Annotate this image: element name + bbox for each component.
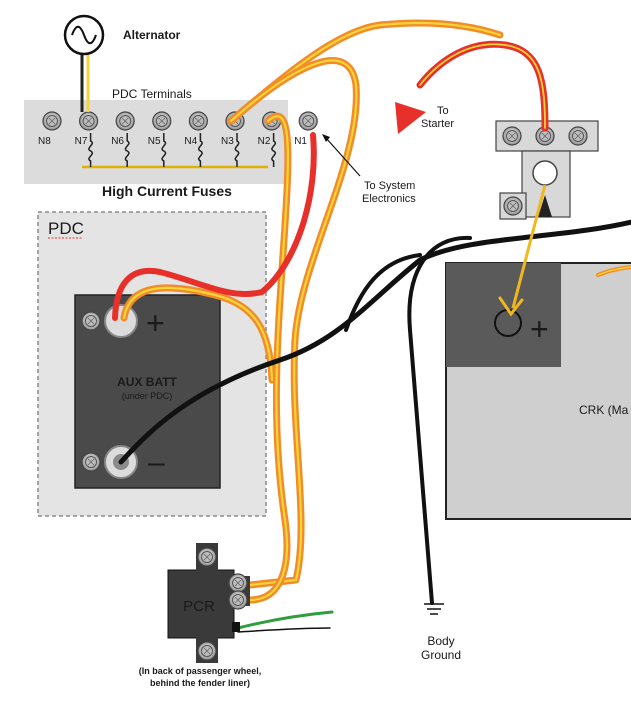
terminal-n1-label: N1 [294,136,307,147]
high-current-fuses-label: High Current Fuses [102,183,232,199]
alternator-label: Alternator [123,28,181,42]
terminal-n3-fuse-icon [234,133,240,167]
ground-symbol-icon [424,603,444,615]
aux-batt-sublabel: (under PDC) [122,391,173,401]
to-starter-arrow-icon [395,102,426,134]
pcr-mount-tab [196,543,218,663]
aux-batt-label: AUX BATT [117,375,177,389]
wire-n2-to-pcr-stripe [248,115,289,602]
terminal-n6-bolt-icon [115,111,135,131]
wire-n3-to-pcr-stripe [229,59,358,587]
pcr-bottom-bolt-icon [197,641,217,661]
terminal-row: N8 N7 N6 N5 N4 N3 N2 N1 [38,111,318,167]
body-ground-label-2: Ground [421,648,461,662]
starter-clamp-notch [538,195,552,217]
to-system-arrow-line [325,137,361,177]
to-starter-label-1: To [437,105,449,117]
terminal-n6-fuse-icon [124,133,130,167]
wire-black-ground [118,219,631,465]
aux-battery-neg-bolt-icon [81,452,101,472]
terminal-n4-bolt-icon [188,111,208,131]
terminal-n2-fuse-icon [271,133,277,167]
terminal-n8-label: N8 [38,136,51,147]
wire-aux-pos-orange-stripe [122,286,274,382]
starter-clamp-bolt-icon [503,196,523,216]
aux-battery [74,294,221,489]
terminal-n5-label: N5 [148,136,161,147]
terminal-n4-label: N4 [184,136,197,147]
starter-bolt-1-icon [502,126,522,146]
aux-battery-pos-bolt-icon [81,311,101,331]
pcr-label: PCR [183,598,215,615]
terminal-n7-bolt-icon [78,111,99,131]
wire-starter-red-stripe [419,43,546,129]
to-system-arrow-icon [322,134,330,142]
pcr-note-line-2: behind the fender liner) [150,678,250,688]
terminal-n4-fuse-icon [197,133,203,167]
aux-battery-plus-sign: + [146,305,165,341]
wire-green-black-trace [237,627,331,633]
pcr-note-line-1: (In back of passenger wheel, [139,666,262,676]
wire-green [236,610,334,630]
body-ground-label-1: Body [427,634,454,648]
pdc-terminals-label: PDC Terminals [112,87,192,101]
terminal-n3-label: N3 [221,136,234,147]
terminal-n7-label: N7 [75,136,88,147]
wire-n1-red [112,132,317,321]
to-system-label-2: Electronics [362,193,416,205]
terminal-n1-bolt-icon [298,111,318,131]
pcr-terminal-2-icon [228,590,248,610]
terminal-n2-label: N2 [258,136,271,147]
aux-battery-pos-post [104,304,138,338]
wire-crk-top-stripe [597,266,631,276]
terminal-n7-fuse-icon [88,133,94,167]
pdc-box-label: PDC [48,219,84,238]
terminal-n5-bolt-icon [152,111,172,131]
aux-battery-minus-sign: – [148,446,165,479]
wire-black-body-ground [407,235,472,605]
to-starter-label-2: Starter [421,118,454,130]
pcr-terminal-1-icon [228,573,248,593]
terminal-n5-fuse-icon [161,133,167,167]
to-system-label-1: To System [364,180,415,192]
pcr-connector [232,622,240,632]
crk-plus-sign: + [530,311,549,347]
yellow-arrow-line [511,184,547,309]
ac-sine-icon [71,25,97,45]
starter-clamp-hole [532,160,558,186]
crk-label: CRK (Ma [579,403,629,417]
wires [112,19,631,633]
starter-bolt-3-icon [568,126,588,146]
pcr-top-bolt-icon [197,547,217,567]
crk-pos-post [494,309,522,337]
wire-black-body-ground-2 [344,253,422,332]
terminal-n8-bolt-icon [42,111,62,131]
yellow-arrow-icon [498,296,524,317]
terminal-n6-label: N6 [111,136,124,147]
